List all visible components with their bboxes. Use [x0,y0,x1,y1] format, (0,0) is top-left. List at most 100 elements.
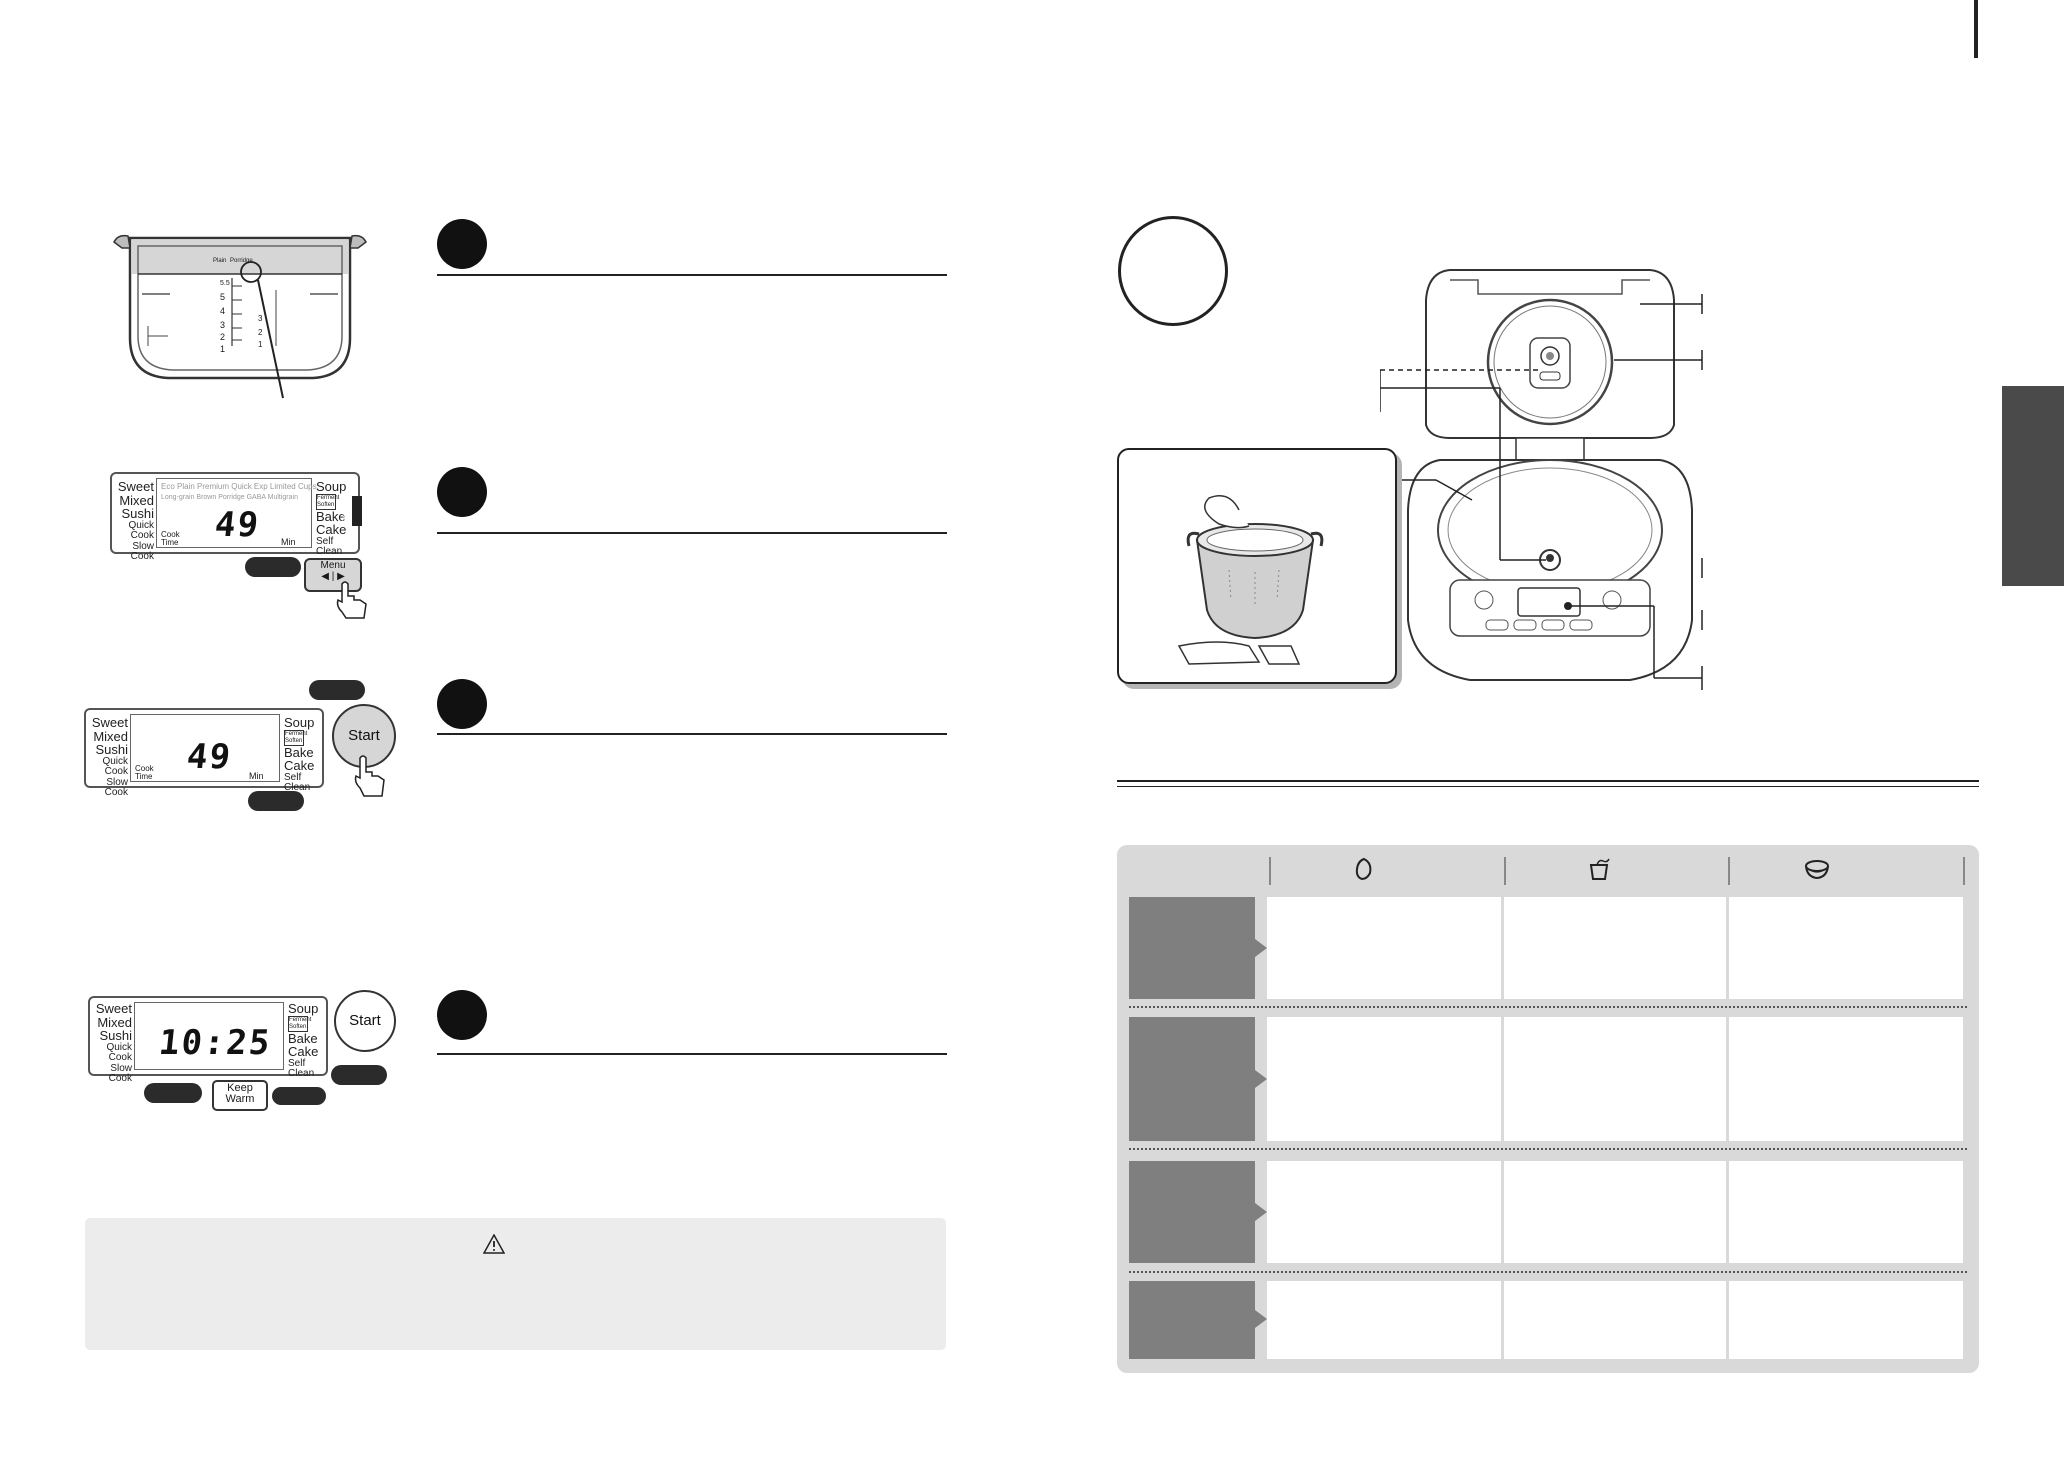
row-4-arrow [1255,1310,1267,1328]
time-digits-step-3: 49 [184,737,235,777]
pot-side-mark-1: 1 [258,340,263,349]
callout-tab-step-4-mid [272,1087,326,1105]
label-self-clean: Self Clean [288,1057,315,1080]
table-row-4-cell-2 [1504,1281,1726,1359]
step-3-rule [437,733,947,735]
label-quick-cook: Quick Cook [102,755,128,778]
pot-level-5-5: 5.5 [220,280,230,287]
step-2-marker [437,467,487,517]
callout-tab-step-4-left [144,1083,202,1103]
label-ferment: Ferment [285,730,308,737]
label-slow-cook: Slow Cook [108,1062,132,1085]
step-1-rule [437,274,947,276]
label-mixed: Mixed [93,728,128,744]
label-sweet: Sweet [95,1001,132,1016]
label-slow-cook: Slow Cook [104,776,128,799]
time-digits-step-2: 49 [212,505,263,545]
start-button-label: Start [349,1012,381,1029]
cook-time-label: Cook Time [161,530,180,547]
cook-time-label: Cook Time [135,764,154,781]
table-row-2-cell-3 [1729,1017,1963,1141]
label-soften: Soften [285,737,303,744]
control-panel-step-3: Sweet Mixed Sushi Quick Cook Slow Cook 4… [84,708,324,798]
rice-grain-icon [1354,857,1374,881]
rice-type-table [1117,845,1979,1373]
table-row-3-label [1129,1161,1255,1263]
row-divider-3 [1129,1271,1967,1273]
section-circle-badge [1118,216,1228,326]
measuring-cup-icon [1587,857,1613,881]
section-rule-top [1117,780,1979,782]
label-sushi: Sushi [121,506,154,522]
rice-cooker-diagram [1390,260,1720,700]
label-self-clean: Self Clean [284,771,311,794]
table-row-2-cell-2 [1504,1017,1726,1141]
row-2-arrow [1255,1070,1267,1088]
menu-row-1: Eco Plain Premium Quick Exp Limited Cups [161,482,317,491]
label-sushi: Sushi [99,1028,132,1044]
inner-pot-illustration: Plain Porridge 5.5 5 4 3 2 1 3 2 1 [108,228,372,408]
step-3-marker [437,679,487,729]
label-cake: Cake [284,758,315,774]
label-cake: Cake [316,522,347,538]
hand-press-icon [334,580,370,620]
table-row-4-cell-3 [1729,1281,1963,1359]
start-button-label: Start [348,727,380,744]
label-soup: Soup [284,715,315,730]
pot-plain-label: Plain [213,258,227,264]
lcd-screen-step-3: 49 Cook Time Min [130,714,280,782]
panel-right-labels: Soup Ferment Soften Bake Cake Self Clean [316,480,360,558]
clock-digits: 10:25 [156,1023,274,1063]
page-edge-marker [1974,0,1978,58]
label-ferment: Ferment [289,1016,312,1023]
menu-button[interactable]: Menu ◀ | ▶ [304,558,362,592]
label-mixed: Mixed [97,1014,132,1030]
label-mixed: Mixed [119,492,154,508]
keep-warm-button[interactable]: Keep Warm [212,1080,268,1111]
label-slow-cook: Slow Cook [130,540,154,563]
menu-button-label: Menu [320,560,346,571]
pot-side-mark-3: 3 [258,314,263,323]
label-quick-cook: Quick Cook [106,1041,132,1064]
step-4-marker [437,990,487,1040]
table-row-2-label [1129,1017,1255,1141]
label-sweet: Sweet [117,479,154,494]
step-1-marker [437,219,487,269]
label-bake: Bake [284,744,314,760]
menu-arrows: ◀ | ▶ [321,571,345,582]
table-row-3-cell-2 [1504,1161,1726,1263]
label-bake: Bake [316,508,346,524]
pot-level-3: 3 [220,320,226,330]
label-soften: Soften [289,1023,307,1030]
pot-level-2: 2 [220,332,226,342]
start-button-step-4[interactable]: Start [334,990,396,1052]
table-row-4-cell-1 [1267,1281,1501,1359]
callout-tab-step-3-bottom [248,791,304,811]
lcd-screen-step-4: 10:25 [134,1002,284,1070]
table-row-3-cell-1 [1267,1161,1501,1263]
label-soften: Soften [317,501,335,508]
keep-warm-label: Keep Warm [225,1082,255,1105]
bowl-icon [1803,857,1831,881]
row-3-arrow [1255,1203,1267,1221]
callout-tab-step-2 [245,557,301,577]
pot-side-mark-2: 2 [258,328,263,337]
label-soup: Soup [316,479,347,494]
pot-level-1: 1 [220,344,226,354]
control-panel-step-4: Sweet Mixed Sushi Quick Cook Slow Cook 1… [88,996,328,1084]
label-quick-cook: Quick Cook [128,519,154,542]
menu-row-2: Long-grain Brown Porridge GABA Multigrai… [161,494,298,501]
table-row-1-cell-2 [1504,897,1726,999]
min-label: Min [249,771,264,781]
label-bake: Bake [288,1030,318,1046]
warning-triangle-icon [482,1233,506,1254]
row-1-arrow [1255,939,1267,957]
table-row-1-cell-3 [1729,897,1963,999]
label-sushi: Sushi [95,742,128,758]
table-row-1-cell-1 [1267,897,1501,999]
section-rule-bottom [1117,786,1979,787]
table-row-2-cell-1 [1267,1017,1501,1141]
label-cake: Cake [288,1044,319,1060]
chapter-side-tab [2002,386,2064,586]
pot-level-5: 5 [220,292,226,302]
